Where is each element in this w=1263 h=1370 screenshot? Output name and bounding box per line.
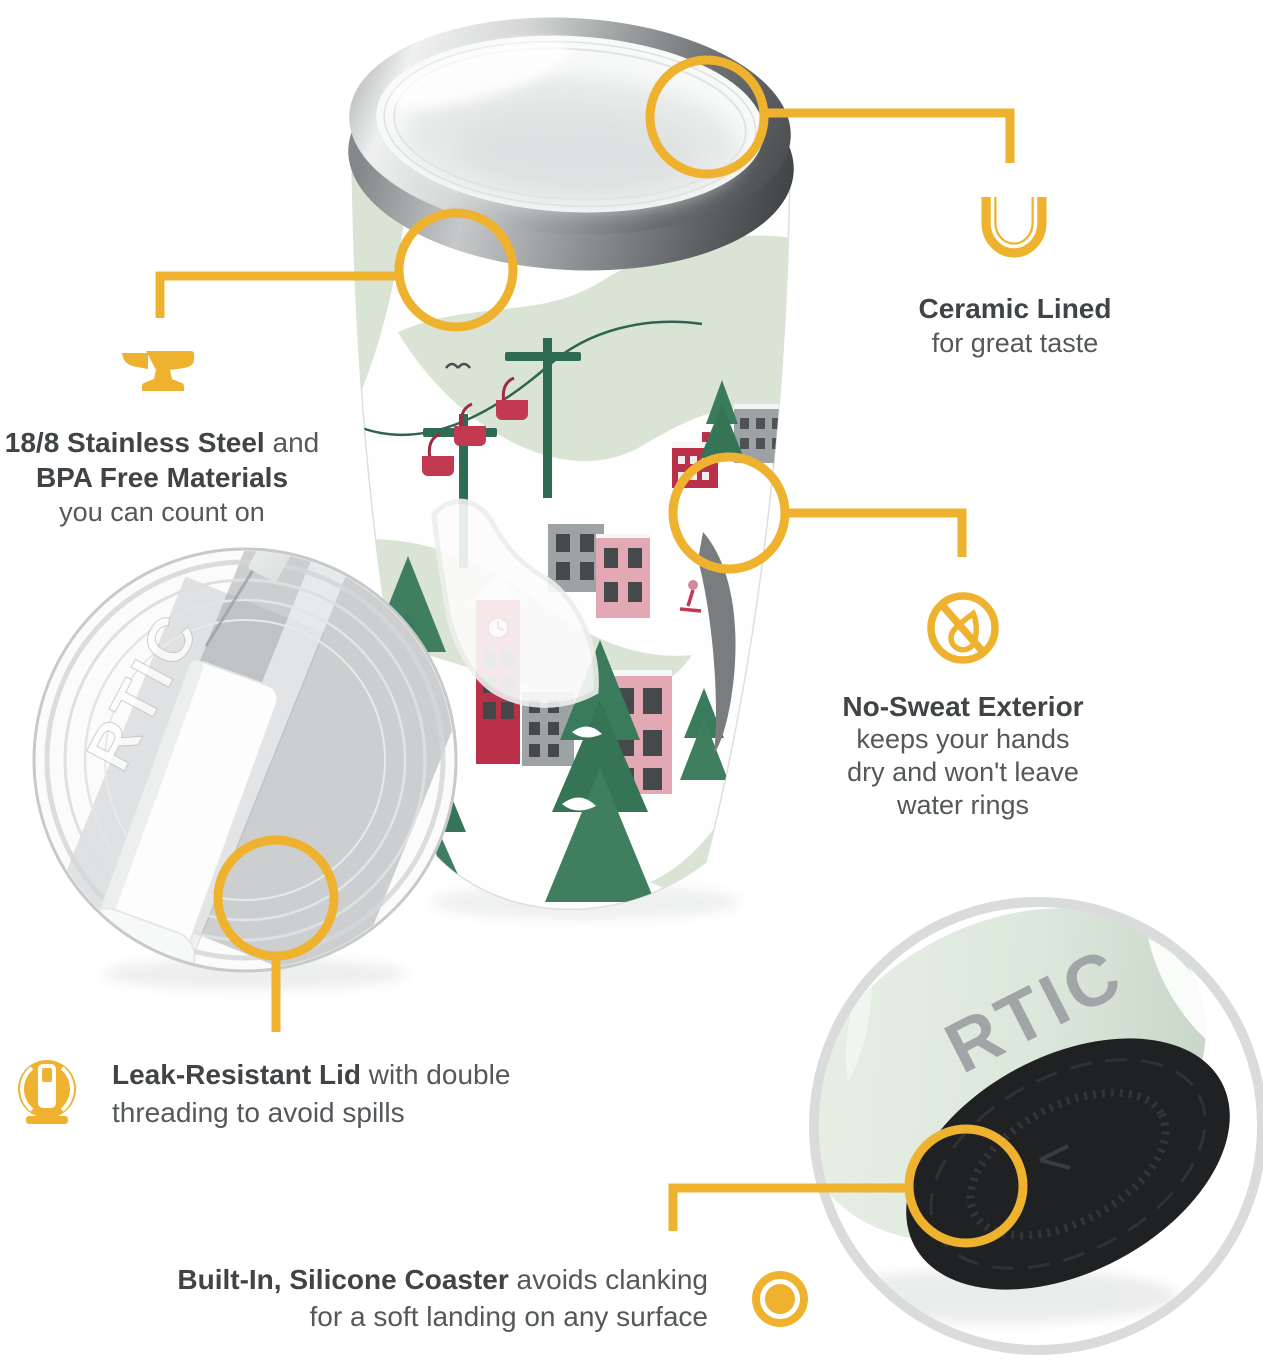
no-sweat-callout-line: [785, 508, 967, 557]
no-sweat-line-1: keeps your hands: [856, 724, 1070, 754]
no-sweat-title: No-Sweat Exterior: [842, 691, 1084, 722]
no-sweat-feature-text: No-Sweat Exterior keeps your hands dry a…: [805, 690, 1121, 822]
ceramic-callout-line: [764, 108, 1015, 163]
leak-resistant-line-2: threading to avoid spills: [112, 1097, 405, 1128]
anvil-icon: [120, 345, 196, 402]
no-sweat-line-3: water rings: [896, 790, 1030, 820]
lid-clip-metal: [248, 551, 296, 582]
bird: [445, 362, 471, 369]
ceramic-subtitle: for great taste: [931, 328, 1099, 358]
ski-lift: [361, 320, 703, 568]
coaster-feature-text: Built-In, Silicone Coaster avoids clanki…: [110, 1261, 708, 1335]
base-closeup-inset: RTIC: [809, 897, 1263, 1355]
callouts: [155, 55, 1028, 1248]
clear-lid: RTIC: [32, 547, 458, 990]
ceramic-title: Ceramic Lined: [918, 293, 1112, 324]
stainless-feature-text: 18/8 Stainless Steel and BPA Free Materi…: [0, 425, 330, 530]
stainless-bold-1: 18/8 Stainless Steel: [4, 427, 265, 458]
leak-resistant-regular: with double: [368, 1059, 511, 1090]
ceramic-feature-text: Ceramic Lined for great taste: [835, 291, 1195, 361]
coaster-bold: Built-In, Silicone Coaster: [177, 1264, 509, 1295]
ceramic-lining-icon: [980, 197, 1048, 264]
coaster-regular: avoids clanking: [516, 1264, 708, 1295]
stainless-callout-line: [155, 271, 399, 318]
no-sweat-icon: [925, 590, 1001, 671]
no-sweat-line-2: dry and won't leave: [847, 757, 1079, 787]
ski-slope-mark: [698, 532, 736, 754]
coaster-line-2: for a soft landing on any surface: [309, 1301, 708, 1332]
stainless-regular-2: you can count on: [59, 497, 265, 527]
stainless-regular-1: and: [272, 427, 320, 458]
leak-resistant-feature-text: Leak-Resistant Lid with double threading…: [112, 1056, 612, 1132]
stainless-bold-2: BPA Free Materials: [35, 462, 289, 493]
embossed-bear-logo: [431, 498, 599, 708]
coaster-callout-line: [668, 1183, 909, 1231]
skier: [688, 580, 698, 590]
leak-resistant-lid-icon: [14, 1058, 80, 1133]
leak-resistant-bold: Leak-Resistant Lid: [112, 1059, 361, 1090]
stainless-callout-circle: [394, 208, 518, 332]
lid-shadow: [103, 958, 407, 990]
silicone-coaster-icon: [750, 1269, 810, 1334]
